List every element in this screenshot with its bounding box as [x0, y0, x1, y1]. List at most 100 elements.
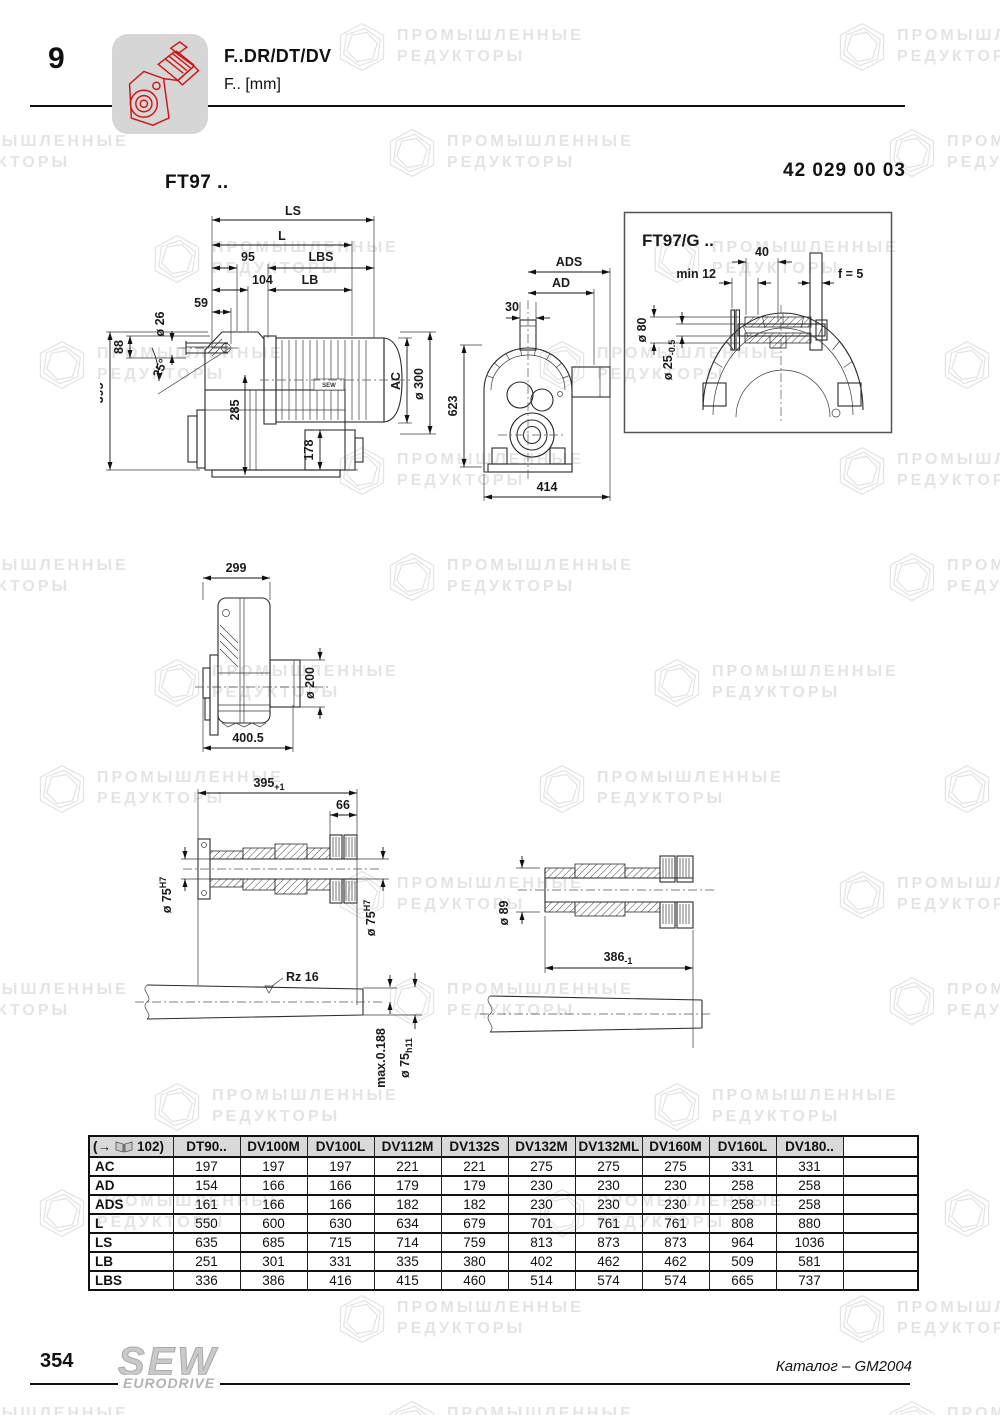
table-cell: 179: [440, 1175, 509, 1196]
watermark-line2: РЕДУКТОРЫ: [97, 790, 226, 807]
torque-arm-title: FT97/G ..: [642, 231, 714, 250]
dim-285: 285: [228, 400, 242, 421]
hexagon-watermark-icon: [154, 234, 200, 284]
watermark-line1: ПРОМЫШЛЕННЫЕ: [712, 239, 899, 257]
gearmotor-icon-box: [112, 34, 208, 134]
hexagon-watermark-icon: [389, 128, 435, 178]
dim-ac: AC: [389, 372, 403, 390]
table-cell: 714: [373, 1232, 442, 1253]
watermark-line1: ПРОМЫШЛЕННЫЕ: [397, 27, 584, 45]
table-cell: 685: [239, 1232, 308, 1253]
table-cell: 1036: [775, 1232, 844, 1253]
table-cell: 179: [373, 1175, 442, 1196]
column-header: DV180..: [775, 1135, 844, 1158]
table-cell: 416: [306, 1270, 375, 1291]
table-cell: 182: [373, 1194, 442, 1215]
dim-l: L: [278, 229, 286, 243]
dim-623: 623: [448, 396, 460, 417]
watermark-line2: РЕДУКТОРЫ: [947, 154, 1000, 171]
dim-25-tol: ø 25-0.5: [661, 340, 677, 381]
top-view-dimensions: 299 ø 200 400.5: [202, 561, 325, 752]
dim-ls: LS: [285, 204, 301, 218]
dim-26: ø 26: [153, 311, 167, 336]
hexagon-watermark-icon: [39, 340, 85, 390]
shaft-right-dimensions: ø 89 386-1: [497, 856, 694, 1048]
table-cell-empty: [842, 1232, 919, 1253]
footer-rule: [30, 1383, 910, 1385]
hexagon-watermark-icon: [339, 22, 385, 72]
watermark-line2: РЕДУКТОРЫ: [447, 154, 576, 171]
watermark-line1: ПРОМЫШЛЕННЫЕ: [447, 1405, 634, 1415]
watermark-line1: ПРОМЫШЛЕННЫЕ: [897, 27, 1000, 45]
table-cell: 331: [306, 1251, 375, 1272]
dim-ads: ADS: [556, 255, 582, 269]
section-number: 9: [48, 42, 65, 75]
watermark-line2: РЕДУКТОРЫ: [597, 366, 726, 383]
table-cell: 166: [239, 1194, 308, 1215]
column-header-empty: [842, 1135, 919, 1158]
table-cell: 230: [641, 1194, 710, 1215]
hexagon-watermark-icon: [839, 1294, 885, 1344]
watermark-line1: ПРОМЫШЛЕННЫЕ: [947, 133, 1000, 151]
drawing-hollow-shaft-right: ø 89 386-1: [480, 855, 715, 1048]
torque-arm-dimensions: 40 min 12 f = 5 ø 80 ø 25-0.5: [635, 245, 863, 380]
table-cell: 460: [440, 1270, 509, 1291]
watermark-line1: ПРОМЫШЛЕННЫЕ: [212, 1087, 399, 1105]
table-cell: 275: [641, 1156, 710, 1177]
dim-178: 178: [302, 440, 316, 461]
drawing-front-view: ADS AD 30 623 414: [448, 255, 611, 501]
table-cell: 197: [172, 1156, 241, 1177]
table-cell: 197: [306, 1156, 375, 1177]
table-cell: 380: [440, 1251, 509, 1272]
row-label: AC: [88, 1156, 174, 1177]
watermark-line1: ПРОМЫШЛЕННЫЕ: [597, 769, 784, 787]
watermark-line2: РЕДУКТОРЫ: [947, 1002, 1000, 1019]
hexagon-watermark-icon: [889, 1400, 935, 1415]
watermark-line2: РЕДУКТОРЫ: [897, 1320, 1000, 1337]
manual-book-icon: [115, 1141, 133, 1153]
drawing-top-view: 299 ø 200 400.5: [195, 561, 330, 752]
watermark-line1: ПРОМЫШЛЕННЫЕ: [897, 875, 1000, 893]
table-cell-empty: [842, 1175, 919, 1196]
hexagon-watermark-icon: [944, 764, 990, 814]
watermark-line1: ПРОМЫШЛЕННЫЕ: [947, 981, 1000, 999]
table-cell: 880: [775, 1213, 844, 1234]
hexagon-watermark-icon: [654, 234, 700, 284]
table-cell: 630: [306, 1213, 375, 1234]
watermark-line2: РЕДУКТОРЫ: [712, 684, 841, 701]
column-header: DV132M: [507, 1135, 576, 1158]
side-view-geometry: SEW: [151, 331, 412, 478]
hexagon-watermark-icon: [889, 128, 935, 178]
drawing-side-view: SEW LS L 95 LBS 104 L: [100, 204, 436, 478]
dim-300: ø 300: [412, 368, 426, 400]
dim-30: 30: [505, 300, 519, 314]
page-subtitle: F.. [mm]: [224, 76, 281, 93]
table-cell-empty: [842, 1194, 919, 1215]
watermark-line1: ПРОМЫШЛЕННЫЕ: [712, 663, 899, 681]
watermark-line2: РЕДУКТОРЫ: [397, 48, 526, 65]
hexagon-watermark-icon: [654, 658, 700, 708]
table-cell: 509: [708, 1251, 777, 1272]
table-cell-empty: [842, 1251, 919, 1272]
table-cell: 386: [239, 1270, 308, 1291]
dim-angle-25: 25°: [150, 357, 170, 380]
model-label: FT97 ..: [165, 172, 229, 193]
table-cell: 665: [708, 1270, 777, 1291]
front-view-geometry: [483, 300, 611, 482]
table-cell: 514: [507, 1270, 576, 1291]
column-header: DV160L: [708, 1135, 777, 1158]
torque-arm-frame: [623, 211, 893, 434]
